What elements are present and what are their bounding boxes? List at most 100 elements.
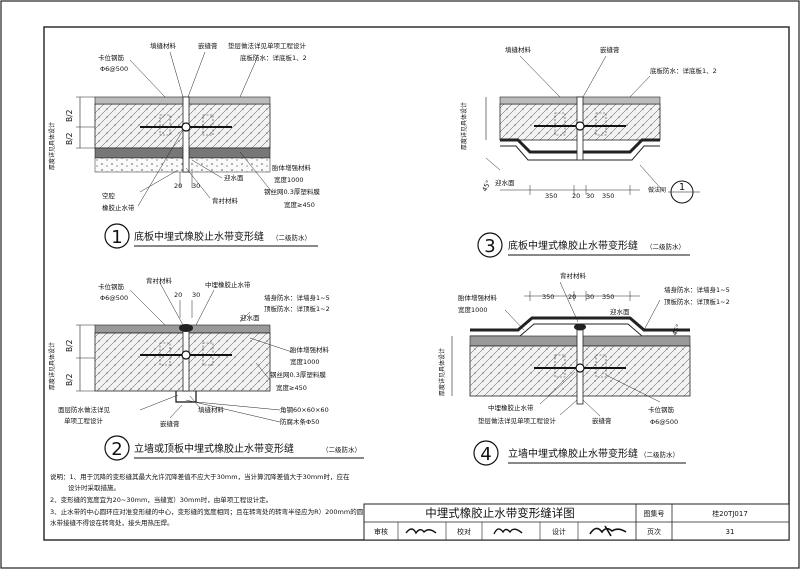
d1-gangsi: 钢丝网0.3厚塑料膜 bbox=[264, 187, 320, 196]
d4-grade: （二级防水） bbox=[640, 450, 679, 459]
d1-dim30: 30 bbox=[192, 182, 200, 190]
d2-tanti: 胎体增强材料 bbox=[290, 345, 330, 354]
check-label: 校对 bbox=[457, 527, 471, 536]
title-block: 中埋式橡胶止水带变形缝详图 图集号 桂20TJ017 审核 校对 设计 页次 3… bbox=[363, 503, 790, 541]
d2-zhongmai: 中埋橡胶止水带 bbox=[205, 280, 251, 289]
d3-tianfeng: 填缝材料 bbox=[505, 45, 532, 54]
d1-yingshui: 迎水面 bbox=[224, 173, 244, 182]
note-line: 3、止水带的中心圆环应对准变形缝的中心，变形缝的宽度相同；且在转弯处的转弯半径应… bbox=[50, 507, 383, 516]
d2-width1000: 宽度1000 bbox=[290, 357, 320, 366]
d4-diefa: 垫层做法详见单项工程设计 bbox=[478, 416, 557, 425]
d2-beichen: 背衬材料 bbox=[146, 276, 173, 285]
d3-number: 3 bbox=[484, 236, 495, 257]
d1-rubber: 橡胶止水带 bbox=[102, 203, 135, 212]
detail-3: 填缝材料 嵌缝膏 底板防水：详底板1、2 厚度详见具体设计 45° 迎水面 35… bbox=[460, 45, 717, 258]
d4-dingban: 顶板防水：详顶板1~2 bbox=[664, 297, 730, 306]
d3-d30: 30 bbox=[586, 192, 594, 200]
review-label: 审核 bbox=[374, 527, 388, 536]
d2-b2a: B/2 bbox=[65, 339, 74, 352]
page-label: 页次 bbox=[647, 527, 661, 536]
d2-kawei-size: Φ6@500 bbox=[100, 294, 128, 302]
note-line: 说明：1、用于沉降的变形缝其最大允许沉降差值不应大于30mm，当计算沉降差值大于… bbox=[50, 472, 350, 481]
d2-widthge: 宽度≥450 bbox=[276, 383, 307, 392]
d2-mianceng: 面层防水做法详见 bbox=[58, 405, 111, 414]
d4-d30: 30 bbox=[586, 293, 594, 301]
d1-dim20: 20 bbox=[174, 182, 182, 190]
d3-d350a: 350 bbox=[545, 192, 557, 200]
d1-b2b: B/2 bbox=[65, 132, 74, 145]
d4-kawei: 卡位钢筋 bbox=[648, 405, 675, 414]
d3-grade: （二级防水） bbox=[646, 242, 685, 251]
d1-kawei: 卡位钢筋 bbox=[98, 53, 125, 62]
d2-dingban: 顶板防水：详顶板1~2 bbox=[264, 304, 330, 313]
d2-thick: 厚度详见具体设计 bbox=[48, 342, 56, 390]
check-signature bbox=[493, 528, 523, 535]
design-label: 设计 bbox=[552, 527, 566, 536]
d1-thick: 厚度详见具体设计 bbox=[48, 122, 56, 170]
d1-tanti: 胎体增强材料 bbox=[272, 163, 312, 172]
d2-gangsi: 钢丝网0.3厚塑料膜 bbox=[270, 370, 326, 379]
d2-jiaogang: 角钢60×60×60 bbox=[280, 405, 329, 414]
atlas-label: 图集号 bbox=[644, 509, 665, 518]
d2-fanghu: 防腐木条Φ50 bbox=[280, 417, 319, 426]
atlas-number: 桂20TJ017 bbox=[712, 509, 748, 518]
d1-kongqiang: 空腔 bbox=[102, 191, 116, 200]
design-signature bbox=[589, 525, 627, 537]
d4-yingshui: 迎水面 bbox=[610, 307, 630, 316]
d4-kawei-size: Φ6@500 bbox=[650, 418, 678, 426]
d1-qianfeng: 嵌缝膏 bbox=[198, 41, 218, 50]
d4-zhongmai: 中埋橡胶止水带 bbox=[488, 403, 534, 412]
detail-4: 胎体增强材料 宽度1000 背衬材料 350 20 30 350 墙身防水：详墙… bbox=[438, 271, 730, 466]
d1-kawei-size: Φ6@500 bbox=[100, 65, 128, 73]
d2-qiangshen: 墙身防水：详墙身1~5 bbox=[264, 293, 330, 302]
d2-number: 2 bbox=[111, 439, 122, 460]
note-line: 2、变形缝的宽度宜为20~30mm，当缝宽）30mm时，由单项工程设计定。 bbox=[50, 495, 272, 504]
d2-grade: （二级防水） bbox=[322, 445, 361, 454]
d1-beichen: 背衬材料 bbox=[212, 196, 239, 205]
d2-qianfeng: 嵌缝膏 bbox=[160, 419, 180, 428]
d4-qiangshen: 墙身防水：详墙身1~5 bbox=[664, 285, 730, 294]
d1-diefa: 垫层做法详见单项工程设计 bbox=[228, 41, 307, 50]
d2-dim30: 30 bbox=[192, 291, 200, 299]
d3-d20: 20 bbox=[572, 192, 580, 200]
d4-thick: 厚度详见具体设计 bbox=[438, 348, 446, 396]
note-line: 水带接缝不得设在转弯处，接头用热压焊。 bbox=[50, 518, 174, 527]
d4-d350b: 350 bbox=[602, 293, 614, 301]
d1-widthge: 宽度≥450 bbox=[284, 200, 315, 209]
d3-dibanfs: 底板防水：详底板1、2 bbox=[650, 66, 717, 75]
d3-ref-circle: 1 bbox=[679, 182, 685, 193]
detail-2: 卡位钢筋 Φ6@500 背衬材料 20 30 中埋橡胶止水带 墙身防水：详墙身1… bbox=[48, 276, 364, 461]
d2-dangxiang: 单项工程设计 bbox=[64, 416, 104, 425]
d4-d350a: 350 bbox=[542, 293, 554, 301]
d3-d350b: 350 bbox=[602, 192, 614, 200]
d1-title: 底板中埋式橡胶止水带变形缝 bbox=[134, 230, 264, 243]
d4-beichen: 背衬材料 bbox=[560, 271, 587, 280]
d4-number: 4 bbox=[480, 444, 491, 465]
d3-qianfeng: 嵌缝膏 bbox=[600, 45, 620, 54]
notes: 说明：1、用于沉降的变形缝其最大允许沉降差值不应大于30mm，当计算沉降差值大于… bbox=[50, 472, 383, 527]
d4-qianfeng: 嵌缝膏 bbox=[592, 416, 612, 425]
d3-title: 底板中埋式橡胶止水带变形缝 bbox=[508, 239, 638, 252]
d4-width1000: 宽度1000 bbox=[458, 305, 488, 314]
d1-number: 1 bbox=[111, 227, 122, 248]
d2-title: 立墙或顶板中埋式橡胶止水带变形缝 bbox=[134, 442, 294, 455]
d3-tongshang: 做法同 bbox=[648, 186, 666, 194]
review-signature bbox=[405, 528, 437, 535]
d1-width1000: 宽度1000 bbox=[274, 175, 304, 184]
d1-grade: （二级防水） bbox=[272, 233, 311, 242]
d1-dibanfs: 底板防水：详底板1、2 bbox=[240, 53, 307, 62]
note-line: 设计时采取措施。 bbox=[68, 483, 120, 492]
d2-kawei: 卡位钢筋 bbox=[98, 282, 125, 291]
d3-thick: 厚度详见具体设计 bbox=[460, 102, 468, 150]
d1-b2a: B/2 bbox=[65, 109, 74, 122]
d2-dim20: 20 bbox=[174, 291, 182, 299]
d4-title: 立墙中埋式橡胶止水带变形缝 bbox=[508, 447, 638, 460]
page-number: 31 bbox=[726, 528, 735, 536]
d2-yingshui: 迎水面 bbox=[240, 313, 260, 322]
d4-d20: 20 bbox=[568, 293, 576, 301]
d1-tianfeng: 填缝材料 bbox=[150, 41, 177, 50]
title-block-title: 中埋式橡胶止水带变形缝详图 bbox=[425, 506, 575, 520]
d4-tanti: 胎体增强材料 bbox=[458, 293, 498, 302]
